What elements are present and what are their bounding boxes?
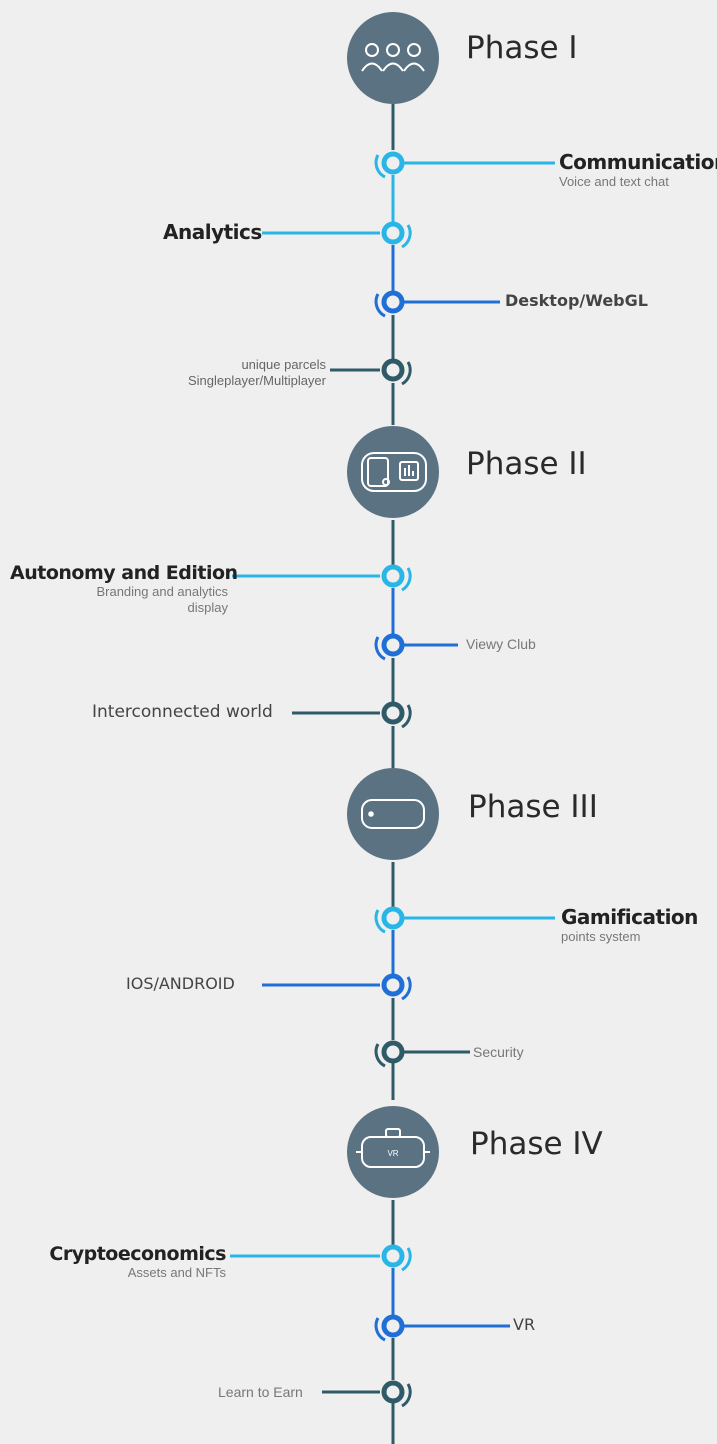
milestone-communication: Communication Voice and text chat xyxy=(559,150,717,190)
milestone-security: Security xyxy=(473,1044,524,1060)
milestone-subtitle: points system xyxy=(561,929,641,944)
node-analytics xyxy=(381,221,412,249)
milestone-vr: VR xyxy=(513,1315,536,1334)
node-desktop xyxy=(374,290,405,318)
milestone-ios: IOS/ANDROID xyxy=(126,974,235,993)
milestone-desktop: Desktop/WebGL xyxy=(505,291,648,310)
node-security xyxy=(374,1040,405,1068)
milestone-autonomy: Autonomy and Edition Branding and analyt… xyxy=(10,562,238,616)
phase-4-circle: VR xyxy=(347,1106,439,1198)
node-interconnected xyxy=(381,701,412,729)
milestone-subtitle: Assets and NFTs xyxy=(127,1265,226,1280)
vr-headset-icon: VR xyxy=(356,1128,430,1168)
milestone-line1: Branding and analytics xyxy=(96,584,228,599)
phase-3-label: Phase III xyxy=(468,789,598,825)
phase-1-label: Phase I xyxy=(466,30,578,66)
vr-badge-text: VR xyxy=(387,1149,398,1158)
phase-3-circle xyxy=(347,768,439,860)
node-communication xyxy=(374,151,405,179)
milestone-learn: Learn to Earn xyxy=(218,1384,303,1400)
node-autonomy xyxy=(381,564,412,592)
phase-2-circle xyxy=(347,426,439,518)
dashboard-icon xyxy=(361,452,427,492)
milestone-interconnected: Interconnected world xyxy=(92,702,273,722)
milestone-crypto: Cryptoeconomics Assets and NFTs xyxy=(40,1243,226,1281)
milestone-line2: display xyxy=(187,600,228,615)
milestone-analytics: Analytics xyxy=(163,220,262,244)
milestone-title: Autonomy and Edition xyxy=(10,562,238,584)
milestone-parcels: unique parcels Singleplayer/Multiplayer xyxy=(162,357,326,389)
node-ios xyxy=(381,973,412,1001)
milestone-line1: unique parcels xyxy=(241,357,326,372)
milestone-nodes xyxy=(374,151,412,1408)
milestone-title: Cryptoeconomics xyxy=(49,1243,226,1265)
phase-4-label: Phase IV xyxy=(470,1126,603,1162)
node-crypto xyxy=(381,1244,412,1272)
connector-lines xyxy=(230,161,555,1394)
phase-2-label: Phase II xyxy=(466,446,587,482)
milestone-viewy: Viewy Club xyxy=(466,636,536,652)
node-viewy xyxy=(374,633,405,661)
node-learn xyxy=(381,1380,412,1408)
milestone-title: Communication xyxy=(559,150,717,174)
milestone-gamification: Gamification points system xyxy=(561,905,698,945)
people-icon xyxy=(361,43,425,72)
node-vr xyxy=(374,1314,405,1342)
milestone-subtitle: Voice and text chat xyxy=(559,174,669,189)
milestone-title: Gamification xyxy=(561,905,698,929)
milestone-line2: Singleplayer/Multiplayer xyxy=(187,373,326,388)
phase-1-circle xyxy=(347,12,439,104)
mobile-device-icon xyxy=(361,799,425,829)
node-gamification xyxy=(374,906,405,934)
node-parcels xyxy=(381,358,412,386)
